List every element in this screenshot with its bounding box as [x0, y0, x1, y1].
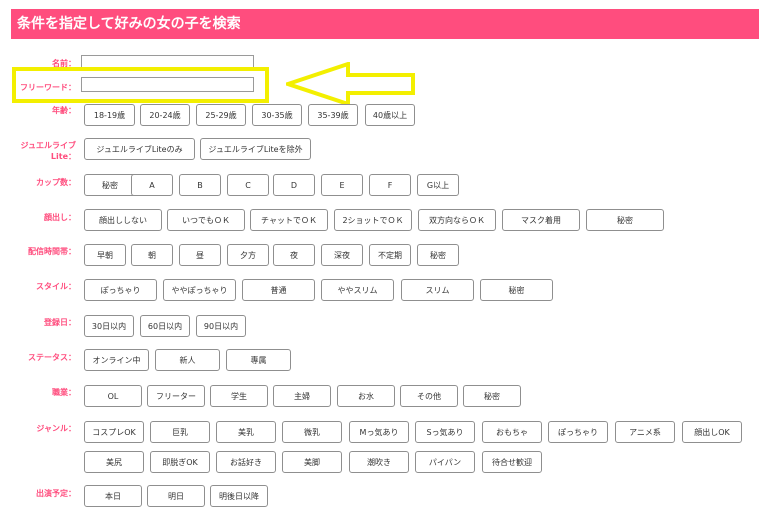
jewel-live-label-line1: ジュエルライブ — [20, 141, 76, 150]
age-option-button[interactable]: 20-24歳 — [140, 104, 190, 126]
face-option-button[interactable]: いつでもＯＫ — [167, 209, 245, 231]
arrow-left-icon — [286, 62, 415, 106]
cup-option-button[interactable]: F — [369, 174, 411, 196]
status-option-button[interactable]: 新人 — [155, 349, 220, 371]
cup-option-button[interactable]: 秘密 — [84, 174, 136, 196]
style-option-button[interactable]: ぽっちゃり — [84, 279, 157, 301]
jewel-live-label-line2: Lite： — [50, 152, 76, 161]
genre-option-button[interactable]: 美脚 — [282, 451, 342, 473]
genre-option-button[interactable]: 即脱ぎOK — [150, 451, 210, 473]
occupation-option-button[interactable]: その他 — [400, 385, 458, 407]
occupation-option-button[interactable]: お水 — [337, 385, 395, 407]
occupation-option-button[interactable]: 秘密 — [463, 385, 521, 407]
style-option-button[interactable]: スリム — [401, 279, 474, 301]
time-option-button[interactable]: 夜 — [273, 244, 315, 266]
time-option-button[interactable]: 昼 — [179, 244, 221, 266]
age-label: 年齢： — [52, 106, 76, 115]
style-label: スタイル： — [36, 282, 76, 291]
occupation-option-button[interactable]: OL — [84, 385, 142, 407]
jewel-live-option-button[interactable]: ジュエルライブLiteを除外 — [200, 138, 311, 160]
face-option-button[interactable]: 顔出ししない — [84, 209, 162, 231]
time-option-button[interactable]: 秘密 — [417, 244, 459, 266]
genre-option-button[interactable]: コスプレOK — [84, 421, 144, 443]
jewel-live-label: ジュエルライブ Lite： — [10, 140, 76, 162]
time-option-button[interactable]: 早朝 — [84, 244, 126, 266]
face-option-button[interactable]: 双方向ならＯＫ — [418, 209, 496, 231]
genre-option-button[interactable]: 潮吹き — [349, 451, 409, 473]
genre-label: ジャンル： — [36, 424, 76, 433]
status-option-button[interactable]: オンライン中 — [84, 349, 149, 371]
genre-option-button[interactable]: 微乳 — [282, 421, 342, 443]
style-option-button[interactable]: ややぽっちゃり — [163, 279, 236, 301]
occupation-label: 職業： — [52, 388, 76, 397]
style-option-button[interactable]: ややスリム — [321, 279, 394, 301]
face-option-button[interactable]: マスク着用 — [502, 209, 580, 231]
appearance-option-button[interactable]: 明日 — [147, 485, 205, 507]
name-label: 名前： — [52, 59, 76, 68]
face-option-button[interactable]: 2ショットでＯＫ — [334, 209, 412, 231]
genre-option-button[interactable]: ぽっちゃり — [548, 421, 608, 443]
occupation-option-button[interactable]: 学生 — [210, 385, 268, 407]
age-option-button[interactable]: 30-35歳 — [252, 104, 302, 126]
occupation-option-button[interactable]: 主婦 — [273, 385, 331, 407]
cup-option-button[interactable]: B — [179, 174, 221, 196]
jewel-live-option-button[interactable]: ジュエルライブLiteのみ — [84, 138, 195, 160]
genre-option-button[interactable]: 待合せ歓迎 — [482, 451, 542, 473]
occupation-option-button[interactable]: フリーター — [147, 385, 205, 407]
genre-option-button[interactable]: 美尻 — [84, 451, 144, 473]
appearance-option-button[interactable]: 明後日以降 — [210, 485, 268, 507]
appearance-label: 出演予定： — [36, 489, 76, 498]
face-option-button[interactable]: 秘密 — [586, 209, 664, 231]
registered-option-button[interactable]: 30日以内 — [84, 315, 134, 337]
name-input[interactable] — [81, 55, 254, 70]
age-option-button[interactable]: 35-39歳 — [308, 104, 358, 126]
cup-option-button[interactable]: G以上 — [417, 174, 459, 196]
age-option-button[interactable]: 18-19歳 — [84, 104, 135, 126]
time-option-button[interactable]: 不定期 — [369, 244, 411, 266]
freeword-input[interactable] — [81, 77, 254, 92]
genre-option-button[interactable]: 美乳 — [216, 421, 276, 443]
cup-option-button[interactable]: D — [273, 174, 315, 196]
genre-option-button[interactable]: パイパン — [415, 451, 475, 473]
cup-label: カップ数： — [36, 178, 76, 187]
time-option-button[interactable]: 夕方 — [227, 244, 269, 266]
style-option-button[interactable]: 普通 — [242, 279, 315, 301]
genre-option-button[interactable]: おもちゃ — [482, 421, 542, 443]
registered-option-button[interactable]: 60日以内 — [140, 315, 190, 337]
age-option-button[interactable]: 40歳以上 — [365, 104, 415, 126]
freeword-label: フリーワード： — [20, 83, 76, 92]
genre-option-button[interactable]: 巨乳 — [150, 421, 210, 443]
cup-option-button[interactable]: A — [131, 174, 173, 196]
face-option-button[interactable]: チャットでＯＫ — [250, 209, 328, 231]
style-option-button[interactable]: 秘密 — [480, 279, 553, 301]
genre-option-button[interactable]: アニメ系 — [615, 421, 675, 443]
genre-option-button[interactable]: Sっ気あり — [415, 421, 475, 443]
registered-option-button[interactable]: 90日以内 — [196, 315, 246, 337]
cup-option-button[interactable]: E — [321, 174, 363, 196]
time-option-button[interactable]: 朝 — [131, 244, 173, 266]
time-label: 配信時間帯： — [28, 247, 76, 256]
appearance-option-button[interactable]: 本日 — [84, 485, 142, 507]
time-option-button[interactable]: 深夜 — [321, 244, 363, 266]
status-option-button[interactable]: 專属 — [226, 349, 291, 371]
genre-option-button[interactable]: 顔出しOK — [682, 421, 742, 443]
cup-option-button[interactable]: C — [227, 174, 269, 196]
status-label: ステータス： — [28, 353, 76, 362]
registered-label: 登録日： — [44, 318, 76, 327]
genre-option-button[interactable]: Mっ気あり — [349, 421, 409, 443]
age-option-button[interactable]: 25-29歳 — [196, 104, 246, 126]
genre-option-button[interactable]: お話好き — [216, 451, 276, 473]
face-label: 顔出し： — [44, 213, 76, 222]
page-title: 条件を指定して好みの女の子を検索 — [11, 9, 759, 39]
